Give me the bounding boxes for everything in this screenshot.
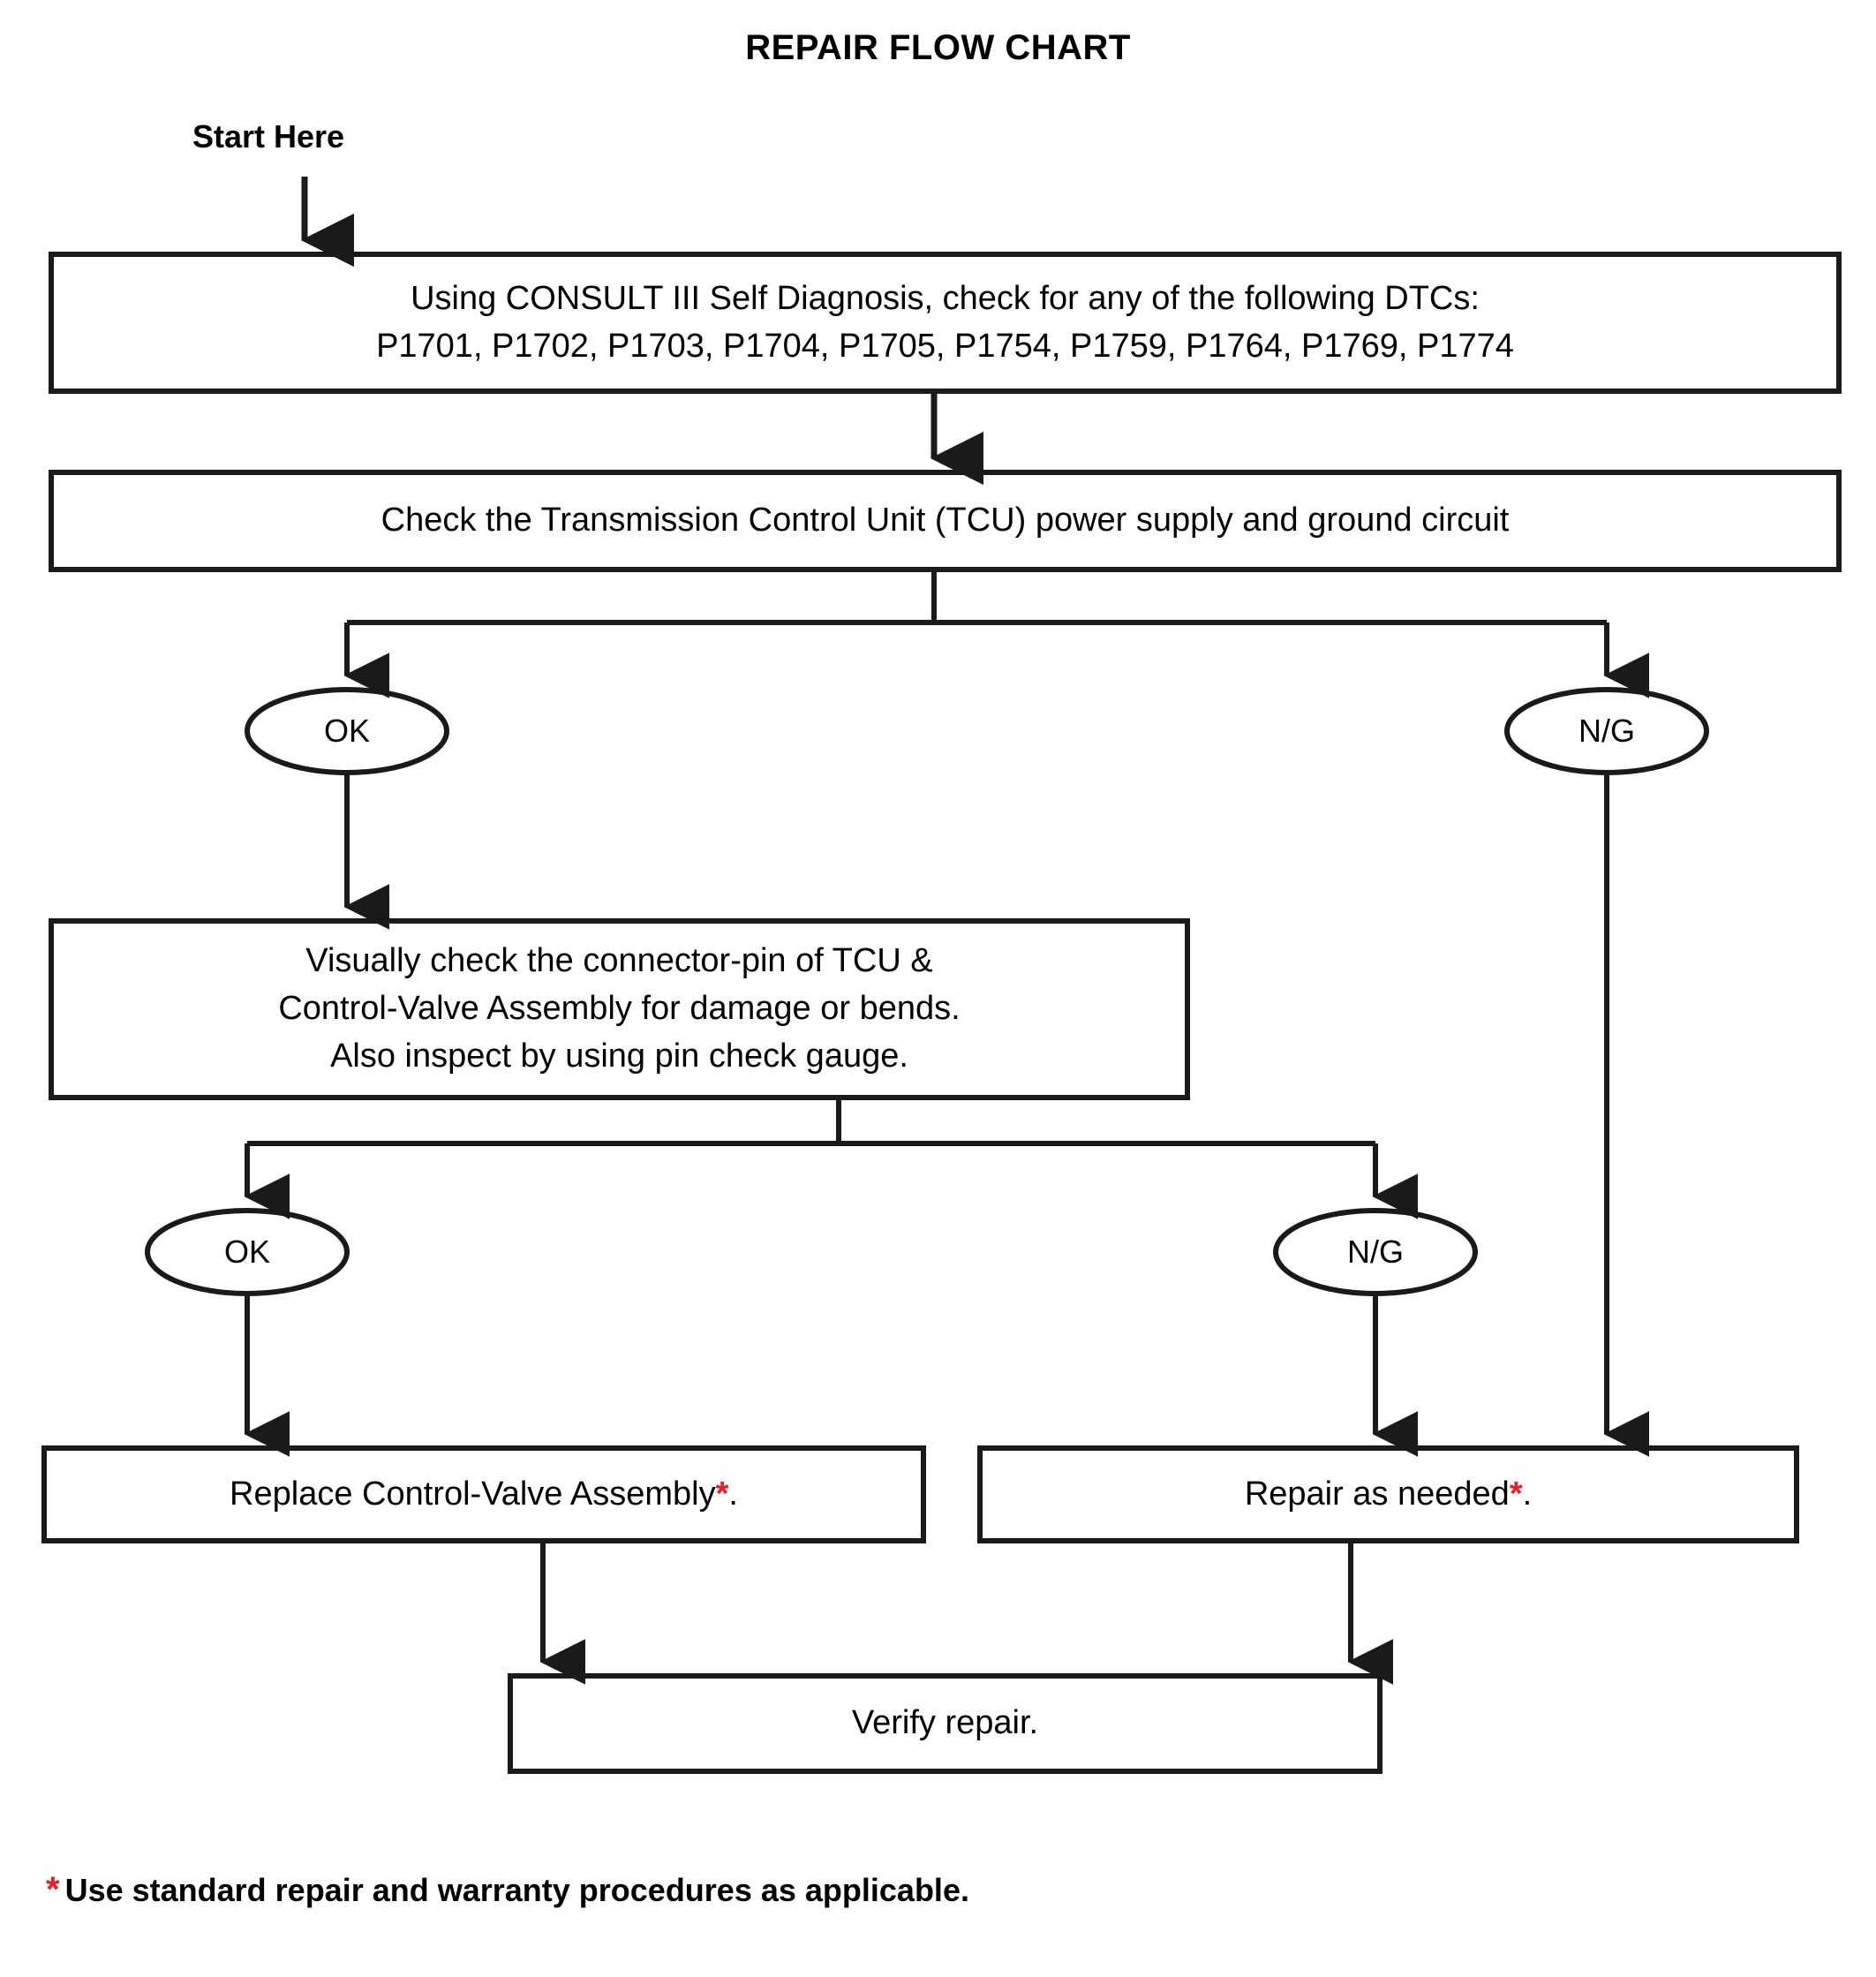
footnote: *Use standard repair and warranty proced… xyxy=(46,1870,969,1910)
footnote-asterisk: * xyxy=(46,1870,60,1909)
ellipse-ng-2 xyxy=(1273,1208,1478,1296)
start-here-label: Start Here xyxy=(192,118,345,155)
box-tcu-power-check xyxy=(49,470,1842,572)
ellipse-ok-1 xyxy=(245,687,449,775)
box-visual-inspection xyxy=(49,918,1190,1100)
box-verify-repair xyxy=(508,1673,1383,1774)
footnote-text: Use standard repair and warranty procedu… xyxy=(64,1872,969,1908)
box-dtc-check xyxy=(49,252,1842,394)
ellipse-ng-1 xyxy=(1504,687,1709,775)
ellipse-ok-2 xyxy=(145,1208,350,1296)
box-repair-as-needed xyxy=(977,1445,1799,1543)
page-title: REPAIR FLOW CHART xyxy=(745,28,1131,67)
box-replace-control-valve xyxy=(41,1445,926,1543)
